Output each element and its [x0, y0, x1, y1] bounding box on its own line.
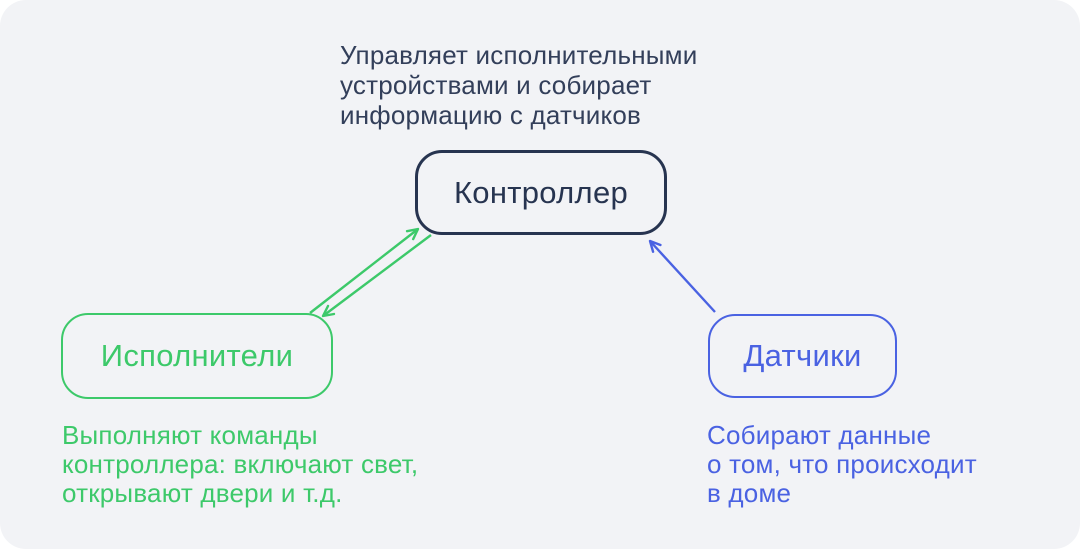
arrow-sensors-to-controller	[648, 239, 716, 313]
controller-caption: Управляет исполнительными устройствами и…	[340, 40, 698, 130]
arrow-executors-to-controller	[309, 227, 420, 314]
sensors-caption: Собирают данные о том, что происходит в …	[707, 420, 977, 508]
controller-node: Контроллер	[415, 150, 667, 235]
sensors-node: Датчики	[708, 314, 897, 398]
executors-label: Исполнители	[100, 338, 294, 373]
controller-label: Контроллер	[453, 174, 629, 210]
arrow-controller-to-executors	[321, 234, 432, 318]
executors-node: Исполнители	[61, 313, 333, 399]
sensors-label: Датчики	[743, 338, 862, 373]
executors-caption: Выполняют команды контроллера: включают …	[62, 420, 419, 508]
